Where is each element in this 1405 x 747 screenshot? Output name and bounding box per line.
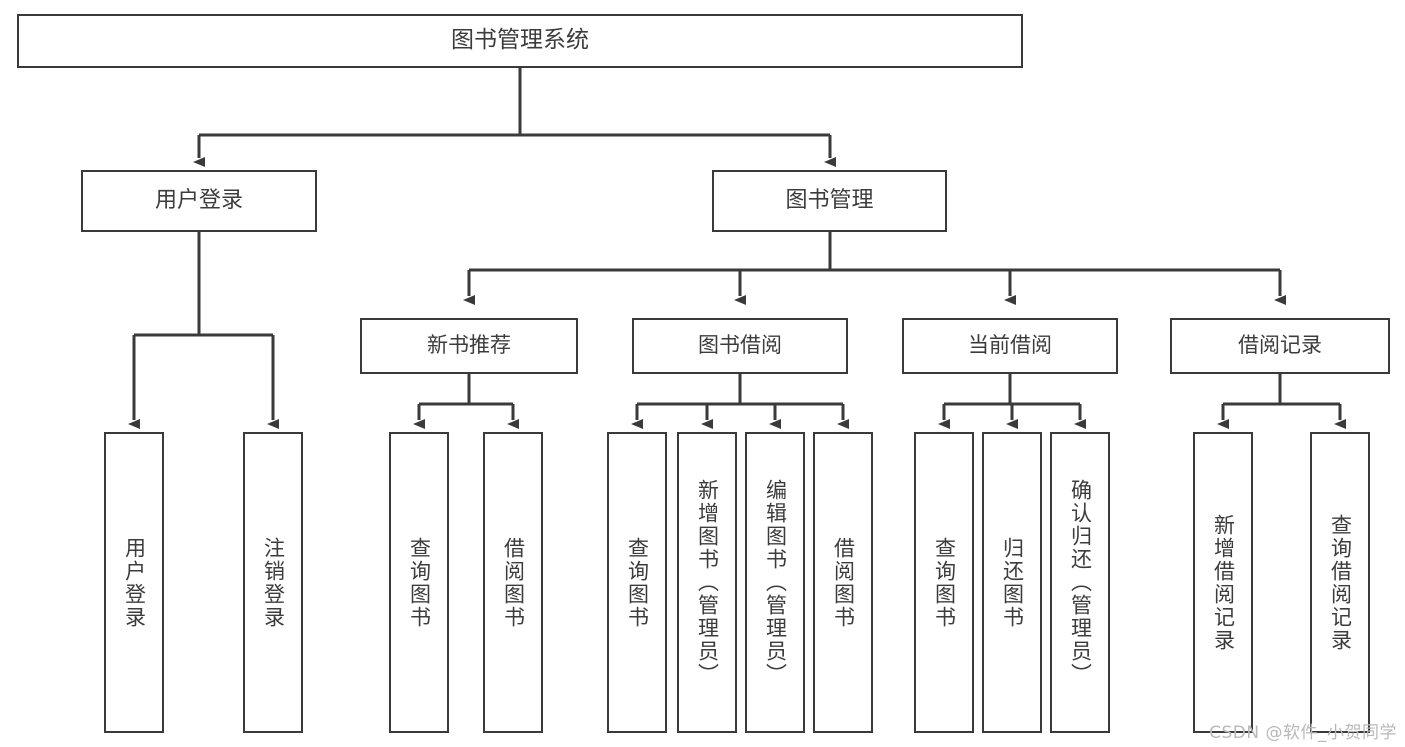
node-user-login[interactable]: 用户登录 (81, 170, 317, 232)
leaf-borrow-edit-book[interactable]: 编辑图书（管理员） (745, 432, 805, 733)
leaf-borrow-edit-book-label: 编辑图书（管理员） (763, 479, 788, 686)
node-book-management[interactable]: 图书管理 (712, 170, 947, 232)
node-book-borrow[interactable]: 图书借阅 (632, 318, 848, 374)
leaf-current-query-book[interactable]: 查询图书 (914, 432, 974, 733)
leaf-record-query[interactable]: 查询借阅记录 (1310, 432, 1370, 733)
node-root-label: 图书管理系统 (451, 27, 589, 54)
node-book-borrow-label: 图书借阅 (698, 333, 782, 358)
leaf-current-return-book-label: 归还图书 (1000, 536, 1025, 629)
leaf-current-query-book-label: 查询图书 (932, 536, 957, 629)
leaf-new-book-query[interactable]: 查询图书 (389, 432, 449, 733)
watermark-text: CSDN @软件_小贺同学 (1209, 723, 1397, 743)
leaf-record-add-label: 新增借阅记录 (1211, 513, 1236, 652)
leaf-new-book-borrow[interactable]: 借阅图书 (483, 432, 543, 733)
leaf-user-login-label: 用户登录 (122, 536, 147, 629)
leaf-current-return-book[interactable]: 归还图书 (982, 432, 1042, 733)
leaf-borrow-borrow-book-label: 借阅图书 (831, 536, 856, 629)
leaf-record-query-label: 查询借阅记录 (1328, 513, 1353, 652)
leaf-user-login[interactable]: 用户登录 (104, 432, 164, 733)
leaf-current-confirm-return[interactable]: 确认归还（管理员） (1050, 432, 1110, 733)
node-borrow-record[interactable]: 借阅记录 (1170, 318, 1390, 374)
node-root[interactable]: 图书管理系统 (17, 14, 1023, 68)
node-book-management-label: 图书管理 (785, 187, 874, 213)
node-current-borrow[interactable]: 当前借阅 (902, 318, 1118, 374)
leaf-user-logout[interactable]: 注销登录 (243, 432, 303, 733)
node-new-book-recommend[interactable]: 新书推荐 (360, 318, 578, 374)
leaf-borrow-add-book-label: 新增图书（管理员） (695, 479, 720, 686)
leaf-new-book-borrow-label: 借阅图书 (501, 536, 526, 629)
leaf-borrow-borrow-book[interactable]: 借阅图书 (813, 432, 873, 733)
node-current-borrow-label: 当前借阅 (968, 333, 1052, 358)
leaf-borrow-add-book[interactable]: 新增图书（管理员） (677, 432, 737, 733)
leaf-record-add[interactable]: 新增借阅记录 (1193, 432, 1253, 733)
node-user-login-label: 用户登录 (154, 187, 243, 213)
leaf-new-book-query-label: 查询图书 (407, 536, 432, 629)
node-borrow-record-label: 借阅记录 (1238, 333, 1322, 358)
leaf-borrow-query-book[interactable]: 查询图书 (607, 432, 667, 733)
leaf-current-confirm-return-label: 确认归还（管理员） (1068, 479, 1093, 686)
node-new-book-recommend-label: 新书推荐 (427, 333, 511, 358)
leaf-user-logout-label: 注销登录 (261, 536, 286, 629)
leaf-borrow-query-book-label: 查询图书 (625, 536, 650, 629)
